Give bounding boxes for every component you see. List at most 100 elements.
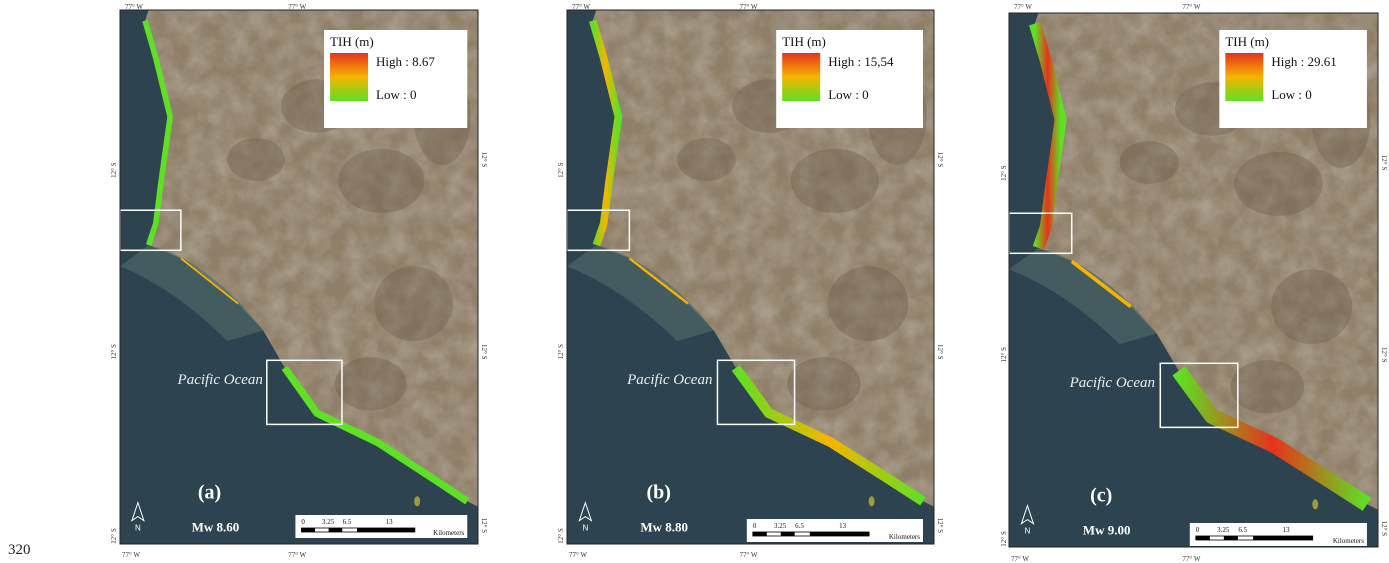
study-area-box-south: [1159, 362, 1239, 429]
north-label: N: [582, 524, 588, 533]
lon-label-top-left: 77° W: [1014, 3, 1032, 11]
study-area-box-south: [266, 359, 343, 426]
study-area-box-south: [716, 359, 796, 426]
inundation-north-coast: [142, 19, 173, 246]
legend-color-ramp: [1225, 53, 1264, 101]
lat-label-left-upper: 12° S: [557, 162, 565, 178]
legend-low-value: Low : 0: [376, 87, 416, 102]
lat-label-right-mid: 12° S: [480, 344, 488, 360]
lon-label-top-mid: 77° W: [739, 3, 757, 11]
terrain-relief: [1119, 141, 1179, 184]
scale-bar-segment: [1253, 536, 1313, 540]
terrain-relief: [338, 148, 425, 213]
north-label: N: [1025, 527, 1031, 536]
north-arrow-icon: N: [1020, 504, 1035, 536]
inundation-bay-coast: [180, 257, 239, 305]
scale-bar-segment: [328, 528, 343, 532]
terrain-relief: [227, 138, 285, 181]
map-border: [1008, 12, 1379, 548]
magnitude-label: Mw 9.00: [1083, 523, 1131, 538]
terrain-relief: [827, 266, 909, 342]
lat-label-left-mid: 12° S: [110, 344, 118, 360]
terrain-relief: [1234, 151, 1323, 216]
scale-bar-segment: [1195, 536, 1210, 540]
scale-tick-label: 13: [1283, 526, 1291, 534]
map-border: [119, 9, 479, 545]
magnitude-label: Mw 8.80: [640, 520, 688, 535]
island: [868, 496, 875, 507]
scale-tick-label: 13: [839, 522, 847, 530]
terrain-relief: [787, 357, 861, 411]
shallow-bay: [1009, 247, 1157, 345]
scale-tick-label: 6.5: [343, 518, 352, 526]
study-area-box-north: [120, 209, 182, 252]
lat-label-left-lower: 12° S: [110, 528, 118, 544]
legend-title: TIH (m): [1225, 34, 1269, 49]
inundation-south-coast: [731, 364, 926, 506]
ocean-label: Pacific Ocean: [1069, 375, 1155, 391]
legend-color-ramp: [782, 53, 821, 101]
lat-label-right-mid: 12° S: [936, 344, 944, 360]
scale-unit-label: Kilometers: [889, 533, 920, 541]
scale-bar-segment: [356, 528, 415, 532]
study-area-box-north: [1009, 212, 1073, 255]
scale-tick-label: 6.5: [1238, 526, 1247, 534]
lon-label-top-left: 77° W: [125, 3, 143, 11]
figure-line-number: 320: [8, 542, 31, 558]
scale-tick-label: 0: [753, 522, 757, 530]
terrain-relief: [1230, 360, 1305, 414]
scale-unit-label: Kilometers: [1333, 537, 1364, 545]
lat-label-right-lower: 12° S: [480, 518, 488, 534]
scale-unit-label: Kilometers: [433, 529, 464, 537]
lon-label-top-mid: 77° W: [288, 3, 306, 11]
magnitude-label: Mw 8.60: [192, 520, 240, 535]
ocean-label: Pacific Ocean: [626, 372, 712, 388]
lon-label-bottom-left: 77° W: [569, 551, 587, 559]
legend-low-value: Low : 0: [828, 87, 868, 102]
scale-tick-label: 0: [301, 518, 305, 526]
ocean-label: Pacific Ocean: [177, 372, 263, 388]
inundation-south-coast: [281, 365, 470, 505]
scale-bar-segment: [809, 532, 870, 536]
panel-letter: (c): [1090, 485, 1112, 507]
legend-title: TIH (m): [782, 34, 826, 49]
shallow-bay: [120, 244, 264, 342]
inundation-south-coast: [1172, 366, 1372, 511]
lon-label-bottom-left: 77° W: [1011, 555, 1029, 563]
lon-label-top-mid: 77° W: [1182, 3, 1200, 11]
lat-label-left-upper: 12° S: [110, 162, 118, 178]
lat-label-right-lower: 12° S: [1380, 521, 1388, 537]
island: [1312, 499, 1319, 510]
island: [414, 496, 421, 507]
north-label: N: [135, 524, 141, 533]
lat-label-left-lower: 12° S: [557, 528, 565, 544]
legend-color-ramp: [330, 53, 369, 101]
panel-letter: (a): [198, 482, 221, 504]
scale-tick-label: 6.5: [795, 522, 804, 530]
inundation-north-coast: [1029, 21, 1067, 250]
lon-label-bottom-mid: 77° W: [1182, 555, 1200, 563]
scale-tick-label: 0: [1196, 526, 1200, 534]
scale-tick-label: 3.25: [1217, 526, 1230, 534]
lon-label-bottom-mid: 77° W: [739, 551, 757, 559]
scale-bar-segment: [301, 528, 316, 532]
lon-label-bottom-left: 77° W: [122, 551, 140, 559]
legend-high-value: High : 15,54: [828, 54, 894, 69]
lat-label-right-mid: 12° S: [1380, 347, 1388, 363]
north-arrow-icon: N: [130, 501, 145, 533]
scale-tick-label: 3.25: [774, 522, 787, 530]
lat-label-left-mid: 12° S: [1000, 347, 1008, 363]
